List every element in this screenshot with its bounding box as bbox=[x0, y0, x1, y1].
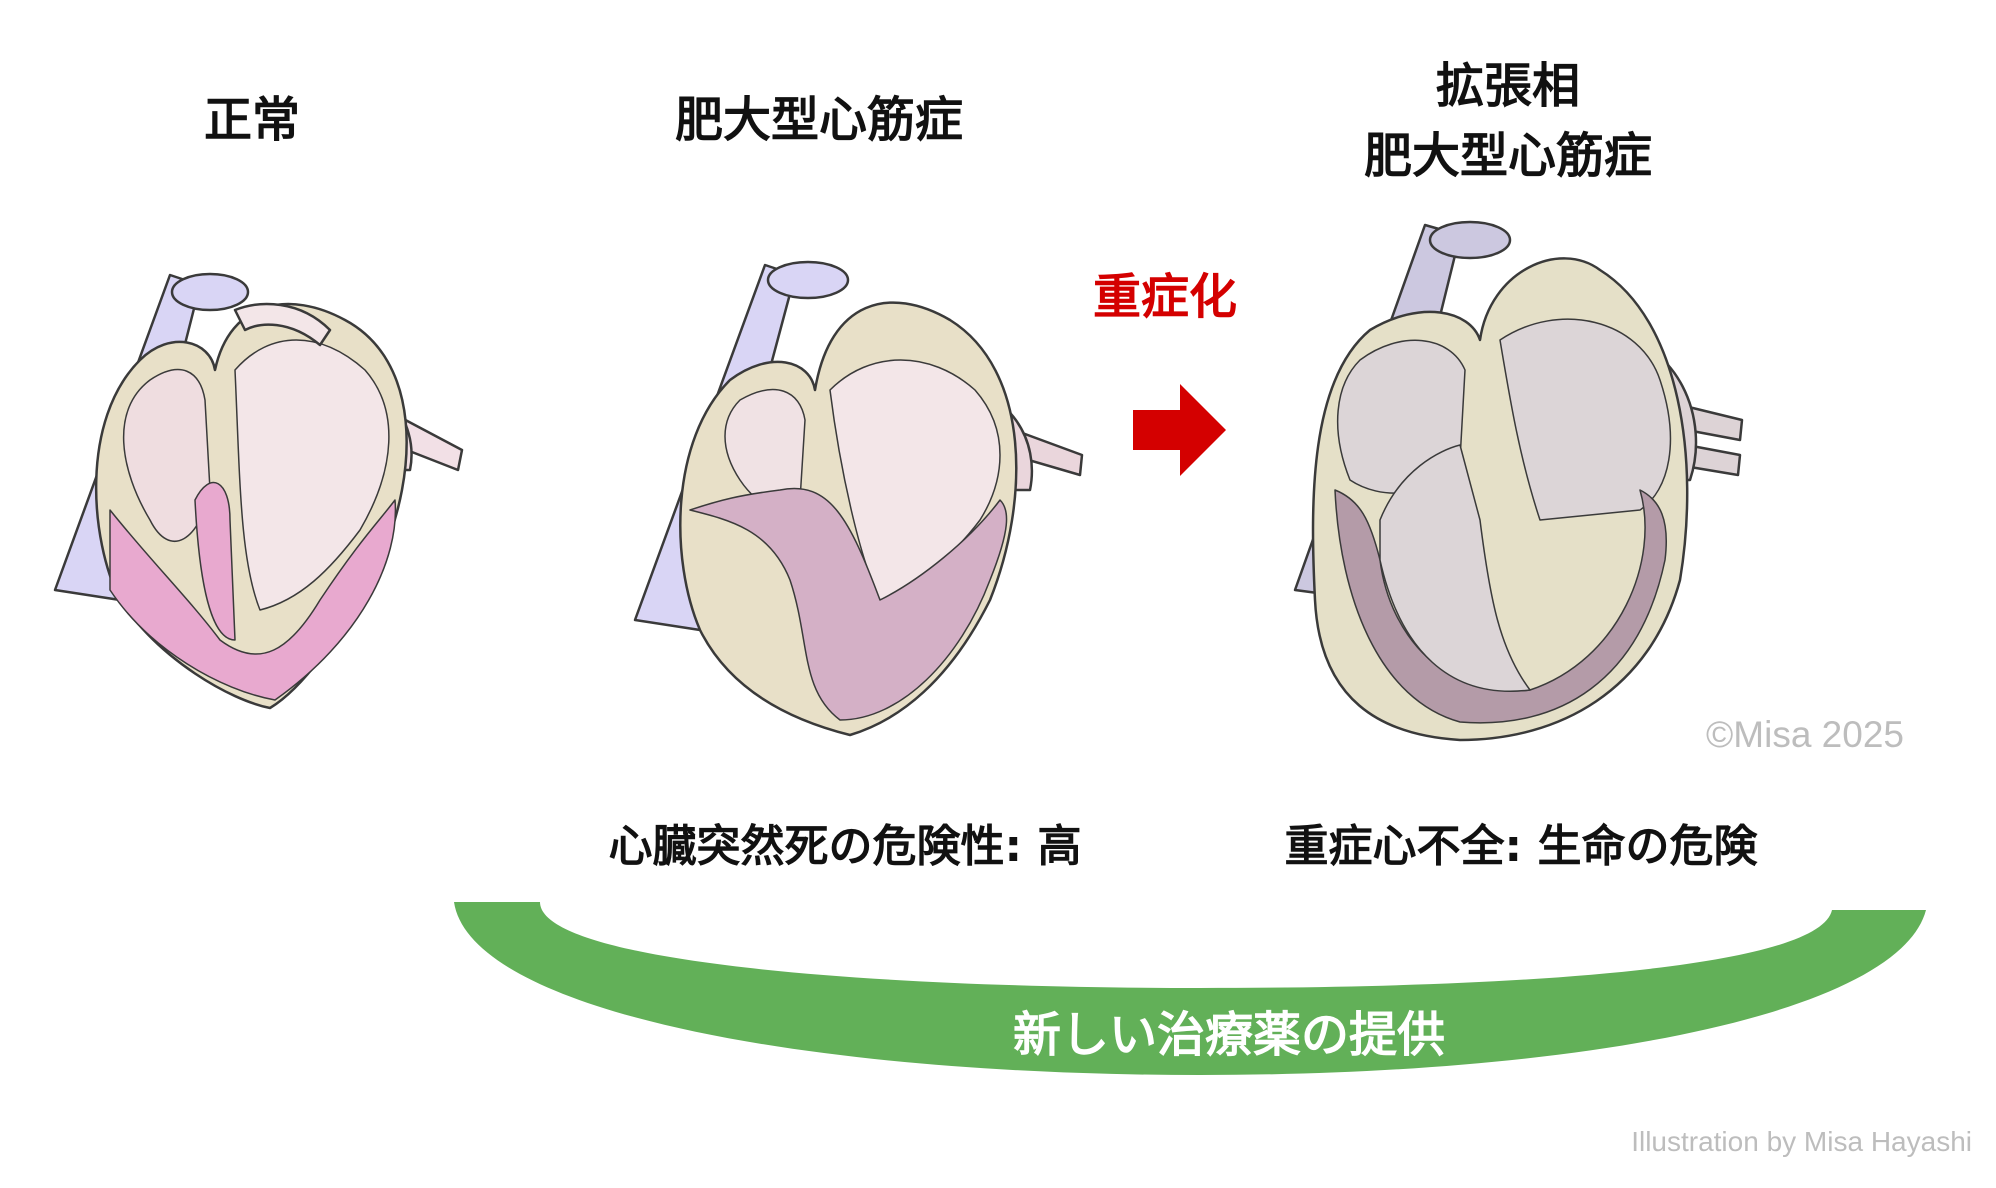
caption-hcm-risk: 心臓突然死の危険性: 高 bbox=[608, 821, 1082, 872]
illustration-credit: Illustration by Misa Hayashi bbox=[1631, 1126, 1972, 1157]
dilated-hcm-heart-illustration bbox=[1293, 220, 1744, 742]
heading-dilated-line2: 肥大型心筋症 bbox=[1363, 128, 1653, 184]
normal-heart-illustration bbox=[53, 272, 464, 710]
caption-dilated-risk: 重症心不全: 生命の危険 bbox=[1284, 821, 1758, 872]
heading-dilated-line1: 拡張相 bbox=[1435, 58, 1581, 114]
treatment-label: 新しい治療薬の提供 bbox=[1012, 1007, 1446, 1063]
treatment-arc-band bbox=[454, 902, 1926, 1075]
progression-label: 重症化 bbox=[1092, 269, 1238, 325]
hcm-heart-illustration bbox=[633, 260, 1084, 737]
heading-normal: 正常 bbox=[203, 92, 301, 148]
heading-hcm: 肥大型心筋症 bbox=[674, 92, 964, 148]
right-arrow-icon bbox=[1133, 384, 1226, 476]
copyright-text: ©Misa 2025 bbox=[1706, 714, 1904, 755]
